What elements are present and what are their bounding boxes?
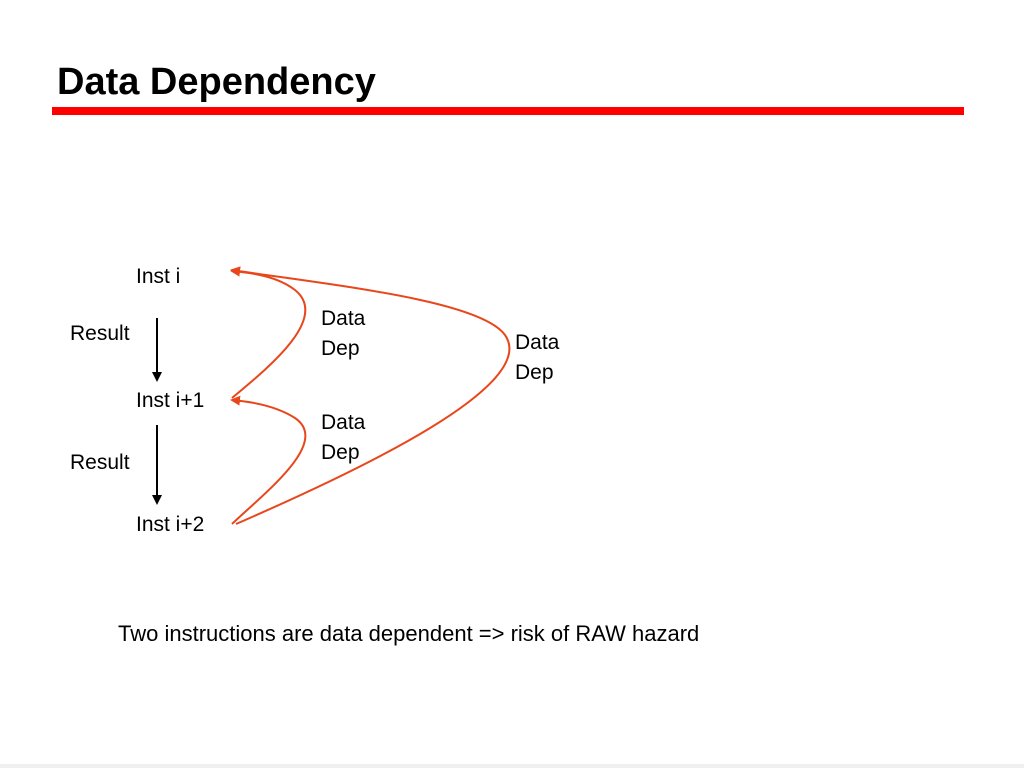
result-label: Result	[70, 451, 130, 474]
dependency-label-line: Dep	[321, 337, 360, 360]
result-label: Result	[70, 322, 130, 345]
dependency-arc-i2-to-i	[230, 266, 511, 525]
dependency-label-line: Dep	[321, 441, 360, 464]
footer-divider	[0, 764, 1024, 768]
dependency-arc-i2-to-i1	[230, 395, 307, 525]
dependency-label-line: Data	[321, 307, 366, 330]
instruction-label: Inst i+2	[136, 513, 205, 536]
dependency-label-line: Data	[515, 331, 560, 354]
dependency-label: Data Dep	[515, 328, 559, 388]
instruction-label: Inst i+1	[136, 389, 205, 412]
dependency-label: Data Dep	[321, 408, 365, 468]
title-rule	[52, 107, 964, 115]
dependency-label-line: Data	[321, 411, 366, 434]
dependency-label: Data Dep	[321, 304, 365, 364]
dependency-label-line: Dep	[515, 361, 554, 384]
slide-caption: Two instructions are data dependent => r…	[118, 621, 700, 646]
dependency-arc-i1-to-i	[230, 266, 307, 399]
instruction-label: Inst i	[136, 265, 181, 288]
slide-title: Data Dependency	[57, 61, 376, 103]
